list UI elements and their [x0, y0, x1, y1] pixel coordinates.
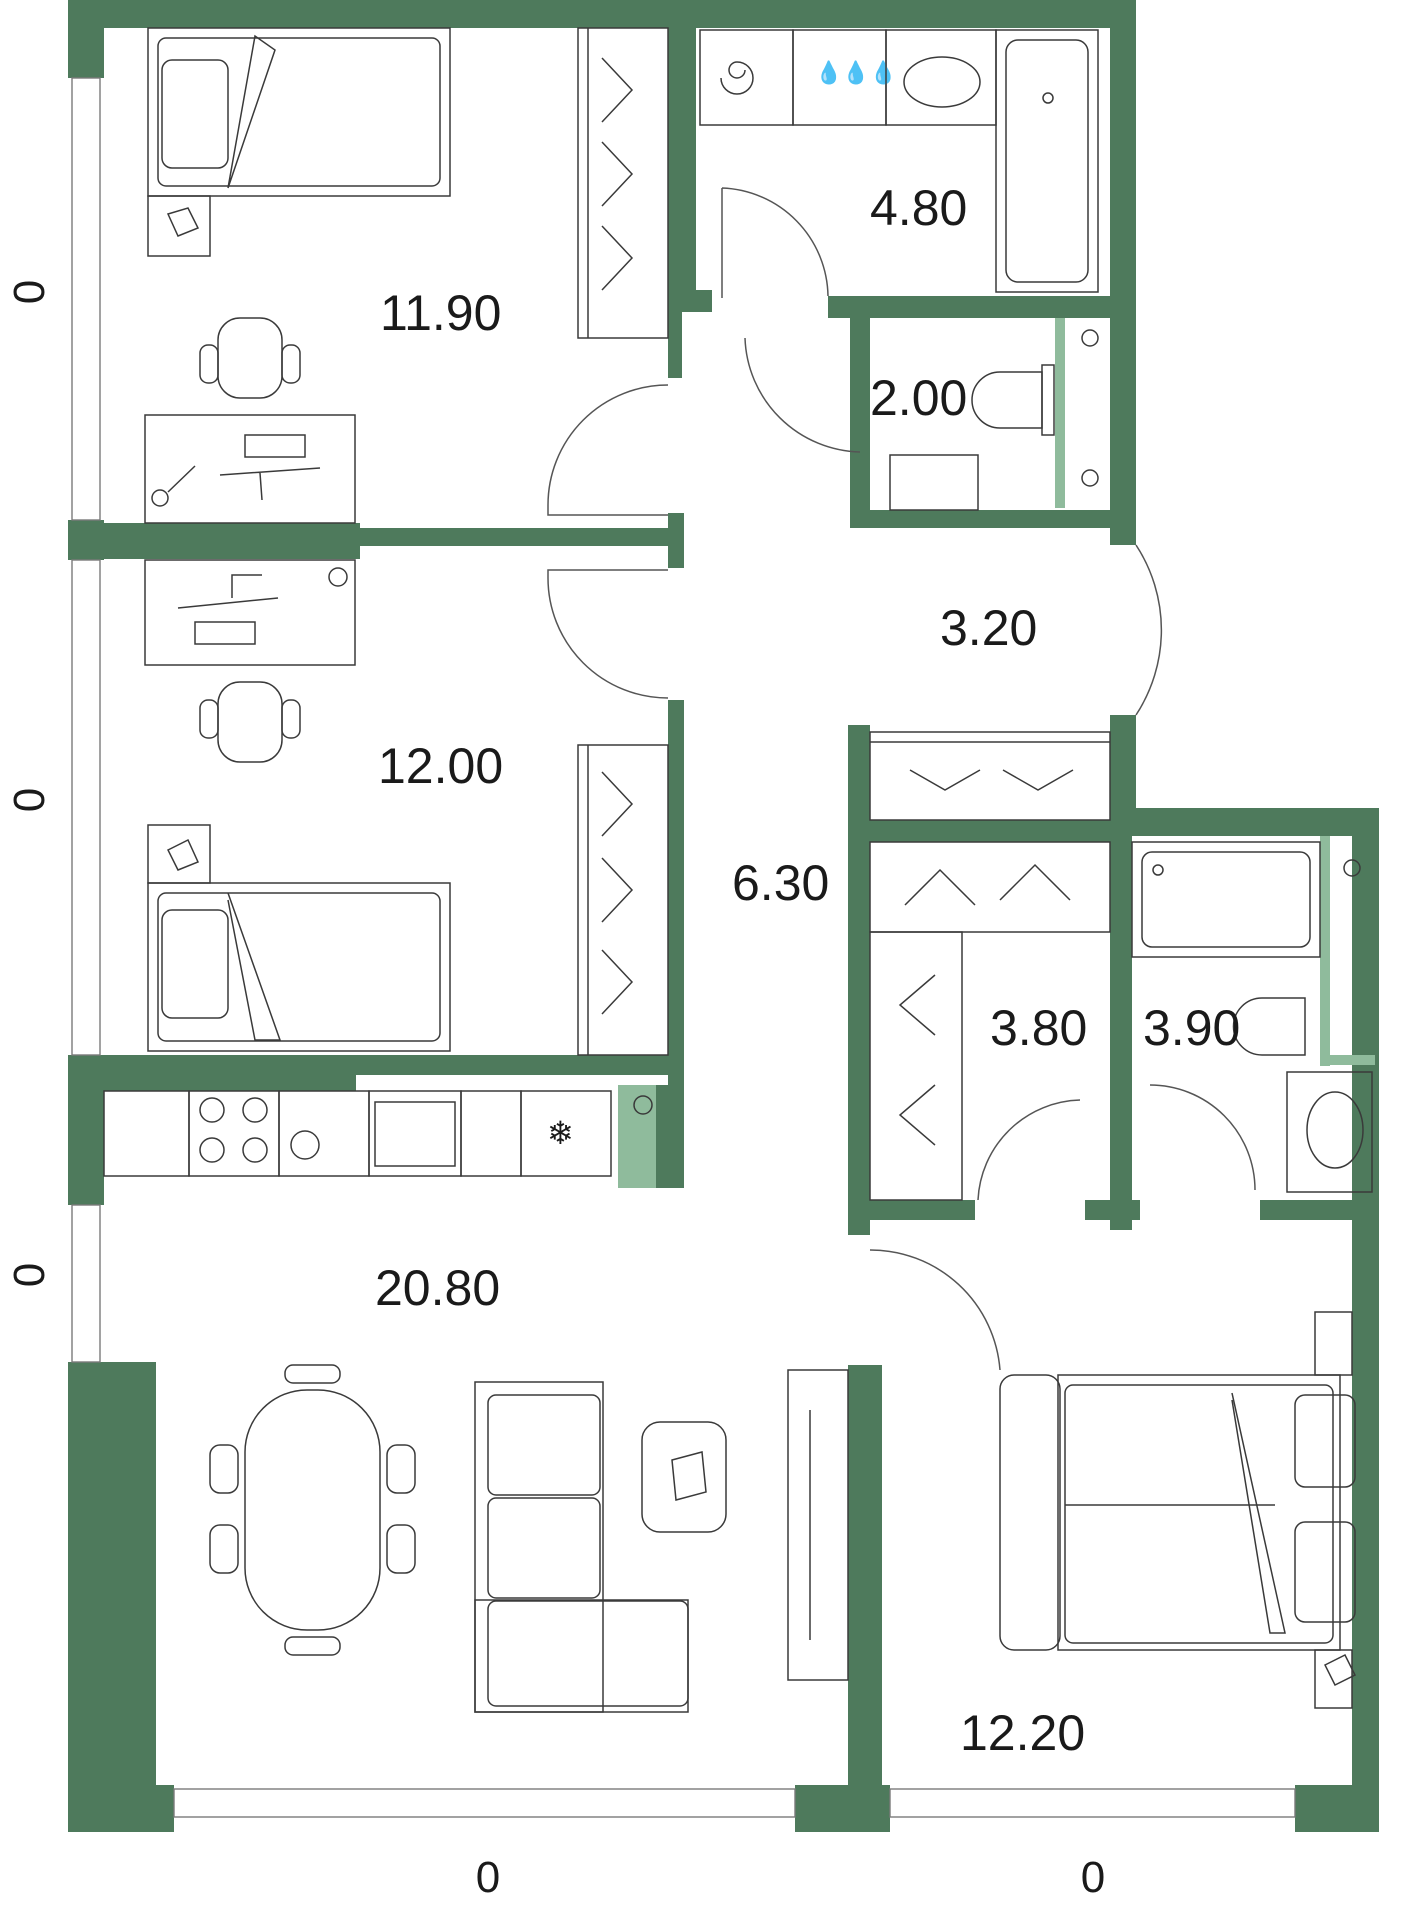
tv-stand-icon — [787, 1369, 849, 1681]
dimension-left-bottom: 0 — [5, 1263, 54, 1287]
room-area-bathroom-top: 4.80 — [870, 180, 967, 236]
bathtub-icon — [1131, 841, 1321, 958]
interior-walls — [104, 28, 1375, 1832]
svg-text:💧💧💧: 💧💧💧 — [815, 60, 897, 85]
room-labels: 11.90 4.80 2.00 3.20 12.00 6.30 3.80 3.9… — [375, 180, 1240, 1761]
dimension-left-top: 0 — [5, 280, 54, 304]
stove-icon — [103, 1090, 280, 1177]
toilet-icon — [889, 329, 1099, 511]
door-icon — [977, 1099, 1081, 1201]
chair-icon — [199, 681, 301, 763]
sink-icon — [885, 29, 997, 126]
exterior-walls — [68, 0, 1379, 1832]
door-icon — [1135, 544, 1163, 716]
room-area-hall: 3.20 — [940, 600, 1037, 656]
wardrobe-icon — [869, 841, 1111, 1201]
room-area-toilet: 2.00 — [870, 370, 967, 426]
sink-icon — [278, 1090, 522, 1177]
toilet-icon — [1232, 997, 1306, 1056]
bed-icon — [999, 1311, 1357, 1709]
desk-icon — [144, 414, 356, 524]
windows — [71, 77, 1296, 1818]
room-area-corridor: 6.30 — [732, 855, 829, 911]
desk-icon — [144, 559, 356, 666]
room-area-bedroom-top: 11.90 — [380, 285, 501, 341]
dimension-labels: 0 0 0 0 0 — [5, 280, 1105, 1902]
door-icon — [744, 337, 861, 453]
wardrobe-icon — [869, 731, 1111, 821]
door-icon — [547, 569, 669, 699]
room-area-bedroom-bottom: 12.20 — [960, 1705, 1085, 1761]
fridge-icon: ❄ — [520, 1090, 653, 1177]
sink-icon — [1286, 859, 1373, 1193]
room-area-bathroom-right: 3.90 — [1143, 1000, 1240, 1056]
sofa-icon — [474, 1381, 727, 1713]
room-area-bedroom-middle: 12.00 — [378, 738, 503, 794]
room-area-kitchen-living: 20.80 — [375, 1260, 500, 1316]
dining-table-icon — [209, 1364, 416, 1656]
room-area-wardrobe: 3.80 — [990, 1000, 1087, 1056]
dimension-left-middle: 0 — [5, 788, 54, 812]
bed-icon — [147, 824, 451, 1052]
door-icon — [1149, 1084, 1256, 1191]
svg-text:❄: ❄ — [547, 1115, 574, 1151]
bathtub-icon — [995, 29, 1099, 293]
dimension-bottom-right: 0 — [1081, 1853, 1105, 1902]
wardrobe-icon — [577, 27, 669, 339]
wardrobe-icon — [577, 744, 669, 1056]
doors — [547, 187, 1256, 1371]
chair-icon — [199, 317, 301, 399]
bed-icon — [147, 27, 451, 257]
door-icon — [721, 187, 829, 298]
washer-icon: 💧💧💧 — [699, 29, 897, 126]
door-icon — [547, 384, 669, 516]
door-icon — [869, 1249, 1001, 1371]
dimension-bottom-left: 0 — [476, 1853, 500, 1902]
